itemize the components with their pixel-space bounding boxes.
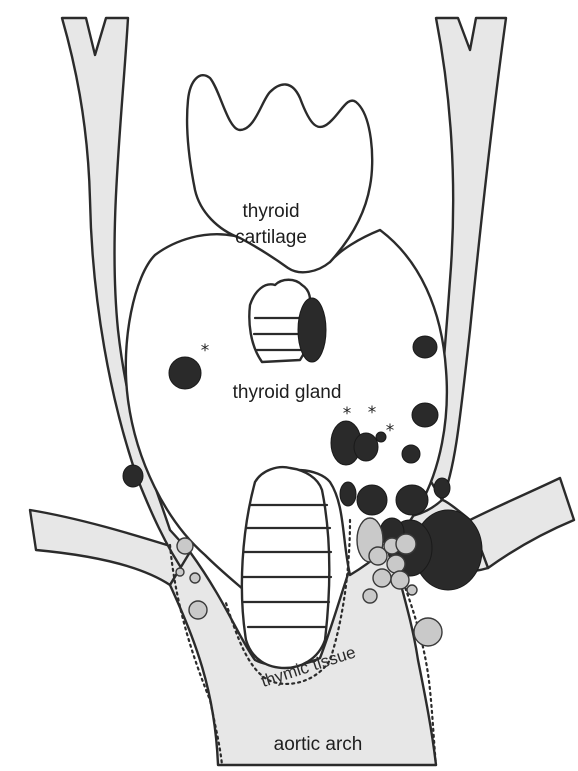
thyroid-cartilage-label-line1: thyroid — [242, 201, 299, 222]
dark-nodule — [298, 298, 326, 362]
right-subclavian-vessel — [470, 478, 574, 568]
asterisk-marker: * — [201, 341, 210, 361]
dark-nodule — [434, 478, 450, 498]
dark-nodule — [413, 336, 437, 358]
lower-trachea — [242, 467, 331, 668]
grey-nodule — [363, 589, 377, 603]
dark-nodule — [402, 445, 420, 463]
thyroid-cartilage-label-line2: cartilage — [235, 227, 307, 248]
asterisk-marker: * — [343, 404, 352, 424]
grey-nodule — [387, 555, 405, 573]
grey-nodule — [176, 568, 184, 576]
grey-nodule — [391, 571, 409, 589]
asterisk-marker: * — [386, 421, 395, 441]
grey-nodule — [414, 618, 442, 646]
dark-nodule — [357, 485, 387, 515]
asterisk-marker: * — [368, 403, 377, 423]
dark-nodule — [412, 403, 438, 427]
grey-nodule — [373, 569, 391, 587]
grey-nodule — [177, 538, 193, 554]
dark-nodule — [123, 465, 143, 487]
grey-nodule — [396, 534, 416, 554]
grey-nodule — [407, 585, 417, 595]
lower-trachea-outline — [242, 467, 329, 668]
aortic-arch-label: aortic arch — [274, 734, 363, 755]
dark-nodule — [340, 482, 356, 506]
grey-nodule — [190, 573, 200, 583]
thyroid-gland-label: thyroid gland — [233, 382, 342, 403]
dark-nodule — [396, 485, 428, 515]
dark-nodule — [354, 433, 378, 461]
dark-nodule — [376, 432, 386, 442]
dark-nodule — [169, 357, 201, 389]
grey-nodule — [189, 601, 207, 619]
